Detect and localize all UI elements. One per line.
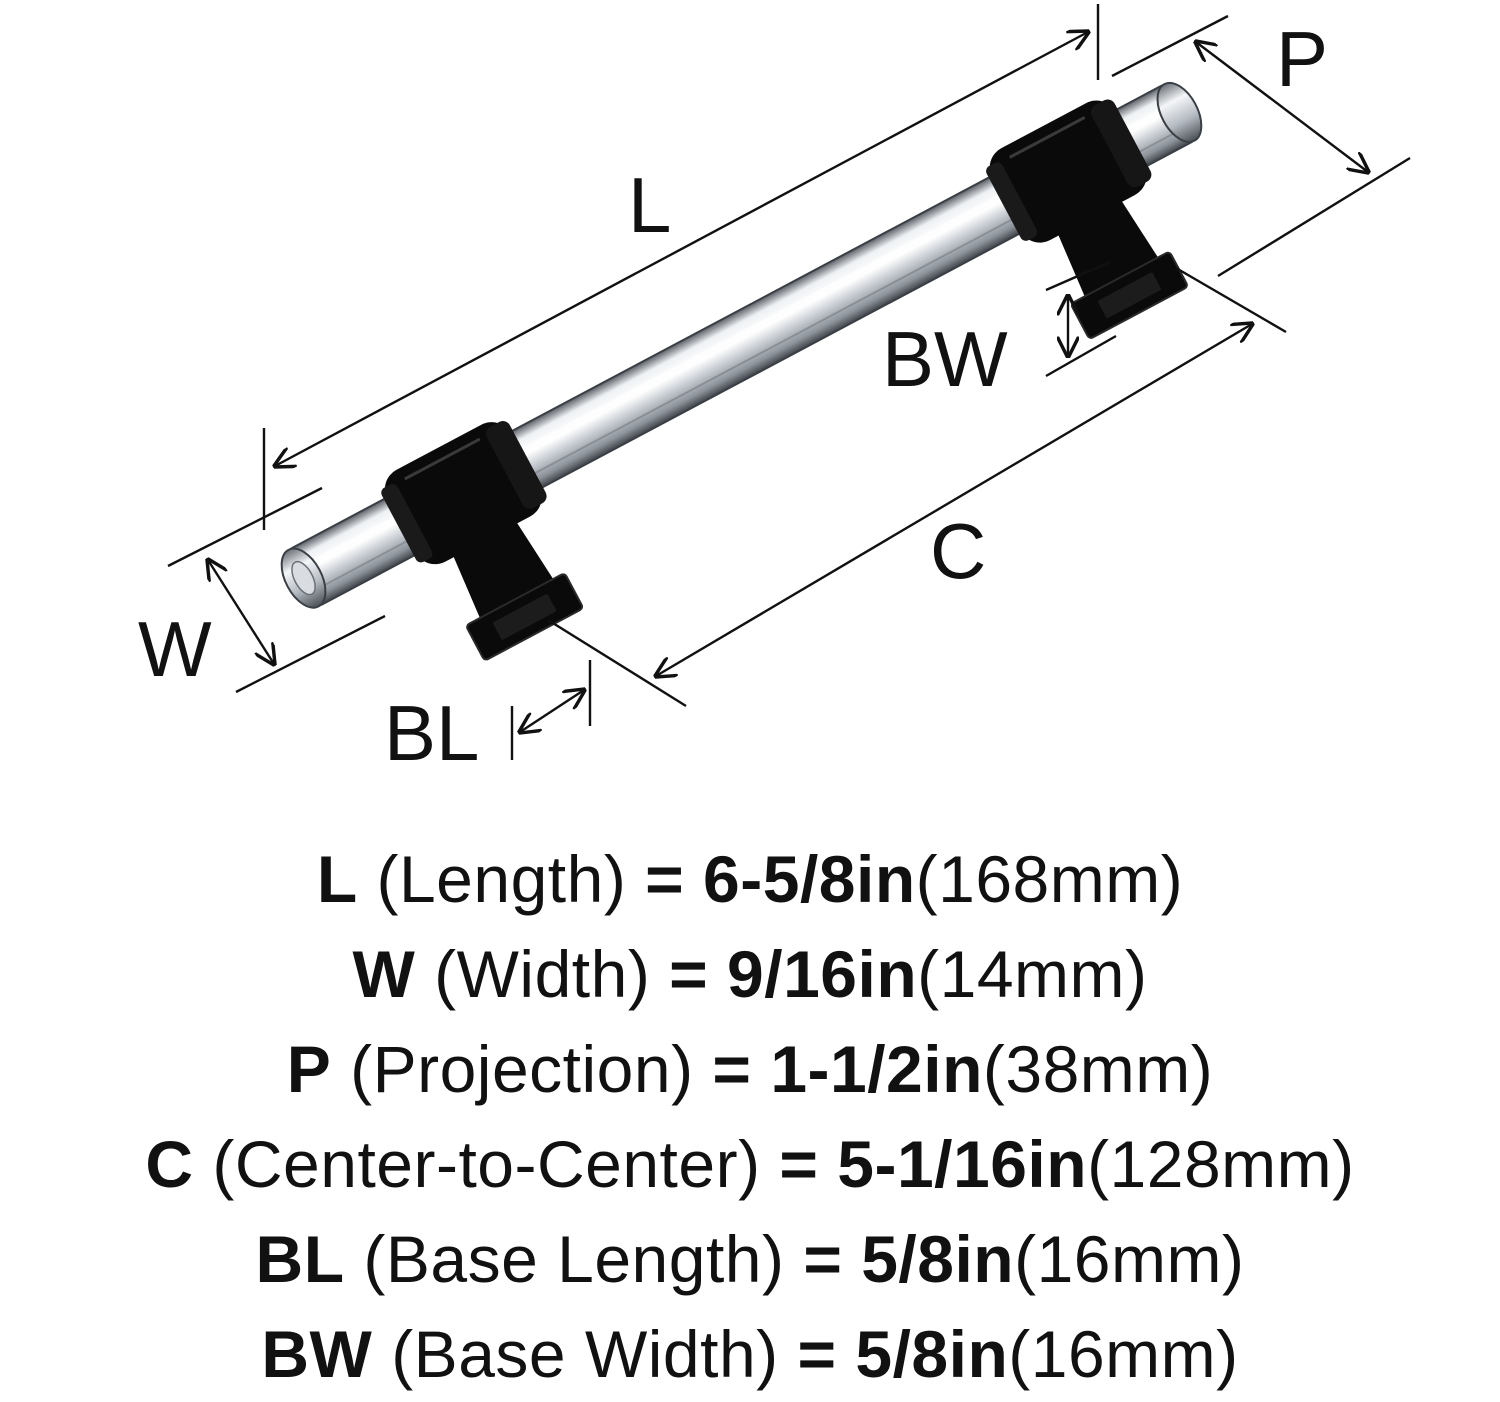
- spec-mm-value: (16mm): [1014, 1222, 1245, 1296]
- spec-name: (Length): [376, 842, 627, 916]
- spec-mm-value: (38mm): [982, 1032, 1214, 1106]
- dimension-spec-list: L (Length) = 6-5/8in(168mm) W (Width) = …: [0, 832, 1500, 1402]
- spec-abbr: P: [286, 1032, 332, 1106]
- dimension-line-width: [208, 560, 274, 664]
- spec-projection: P (Projection) = 1-1/2in(38mm): [0, 1022, 1500, 1117]
- spec-name: (Base Width): [391, 1317, 779, 1391]
- spec-equals: =: [797, 1317, 837, 1391]
- spec-base-length: BL (Base Length) = 5/8in(16mm): [0, 1212, 1500, 1307]
- spec-abbr: W: [352, 937, 416, 1011]
- dimension-line-base-length: [520, 690, 584, 732]
- label-length: L: [628, 161, 671, 249]
- spec-inch-value: 5-1/16in: [837, 1127, 1088, 1201]
- spec-abbr: BL: [255, 1222, 345, 1296]
- dimension-lines: [167, 4, 1411, 760]
- spec-base-width: BW (Base Width) = 5/8in(16mm): [0, 1307, 1500, 1402]
- spec-equals: =: [779, 1127, 819, 1201]
- spec-inch-value: 1-1/2in: [770, 1032, 983, 1106]
- spec-width: W (Width) = 9/16in(14mm): [0, 927, 1500, 1022]
- dimension-line-projection: [1196, 42, 1368, 172]
- spec-mm-value: (168mm): [915, 842, 1184, 916]
- spec-name: (Base Length): [363, 1222, 785, 1296]
- label-width: W: [138, 605, 212, 693]
- spec-mm-value: (16mm): [1008, 1317, 1239, 1391]
- spec-mm-value: (14mm): [917, 937, 1148, 1011]
- label-projection: P: [1276, 15, 1328, 103]
- product-dimension-diagram: L P BW C W BL: [138, 4, 1411, 777]
- spec-abbr: BW: [261, 1317, 373, 1391]
- spec-center-to-center: C (Center-to-Center) = 5-1/16in(128mm): [0, 1117, 1500, 1212]
- label-base-length: BL: [384, 689, 479, 777]
- spec-inch-value: 5/8in: [855, 1317, 1009, 1391]
- spec-abbr: C: [145, 1127, 194, 1201]
- spec-mm-value: (128mm): [1087, 1127, 1355, 1201]
- spec-equals: =: [669, 937, 709, 1011]
- spec-abbr: L: [316, 842, 358, 916]
- label-center-to-center: C: [930, 507, 986, 595]
- spec-name: (Projection): [350, 1032, 694, 1106]
- spec-inch-value: 9/16in: [727, 937, 918, 1011]
- spec-equals: =: [803, 1222, 843, 1296]
- spec-equals: =: [645, 842, 685, 916]
- dimension-line-length: [275, 32, 1088, 466]
- spec-inch-value: 6-5/8in: [703, 842, 916, 916]
- label-base-width: BW: [882, 315, 1008, 403]
- dimension-line-center-to-center: [656, 324, 1252, 676]
- spec-name: (Center-to-Center): [212, 1127, 761, 1201]
- spec-equals: =: [712, 1032, 752, 1106]
- spec-length: L (Length) = 6-5/8in(168mm): [0, 832, 1500, 927]
- spec-inch-value: 5/8in: [861, 1222, 1015, 1296]
- spec-name: (Width): [434, 937, 651, 1011]
